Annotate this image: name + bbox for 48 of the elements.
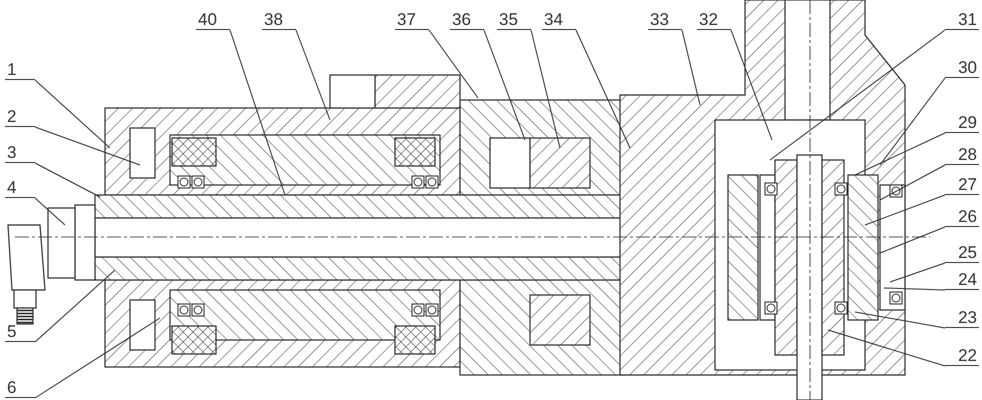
callout-number: 27 [945, 175, 979, 195]
callout-number: 37 [395, 10, 429, 30]
leader-line [880, 164, 946, 200]
callout-number: 24 [945, 270, 979, 290]
leader-line [34, 318, 160, 398]
leader-line [864, 194, 946, 226]
leader-line [34, 270, 116, 342]
leader-line [854, 312, 946, 328]
callout-number: 22 [945, 346, 979, 366]
callout-number: 31 [945, 10, 979, 30]
leader-line [484, 30, 526, 140]
leader-line [854, 132, 946, 176]
leader-line [682, 30, 700, 106]
leader-line [296, 30, 330, 120]
callout-number: 35 [497, 10, 531, 30]
leader-line [230, 30, 286, 196]
leader-line [770, 30, 946, 160]
callout-number: 23 [945, 308, 979, 328]
callout-number: 6 [5, 378, 35, 398]
leader-line [730, 30, 772, 140]
callout-number: 33 [648, 10, 682, 30]
leader-line [576, 30, 630, 148]
leader-line [34, 126, 140, 166]
callout-number: 34 [542, 10, 576, 30]
callout-number: 28 [945, 145, 979, 165]
leader-line [34, 162, 100, 198]
callout-number: 29 [945, 113, 979, 133]
callout-number: 32 [697, 10, 731, 30]
leader-line [428, 30, 478, 98]
callout-number: 1 [5, 60, 35, 80]
callout-number: 30 [945, 58, 979, 78]
leader-line [530, 30, 560, 148]
callout-number: 26 [945, 207, 979, 227]
callout-number: 3 [5, 143, 35, 163]
leader-line [34, 198, 66, 226]
callout-number: 40 [196, 10, 230, 30]
callout-number: 36 [450, 10, 484, 30]
callout-number: 25 [945, 243, 979, 263]
callout-number: 5 [5, 322, 35, 342]
callout-number: 2 [5, 107, 35, 127]
callout-number: 4 [5, 178, 35, 198]
leader-line [34, 80, 110, 148]
leader-line [880, 78, 946, 166]
leader-line [884, 288, 946, 290]
leader-line [880, 226, 946, 254]
leader-line [828, 330, 946, 366]
leader-line [890, 262, 946, 282]
callout-number: 38 [262, 10, 296, 30]
